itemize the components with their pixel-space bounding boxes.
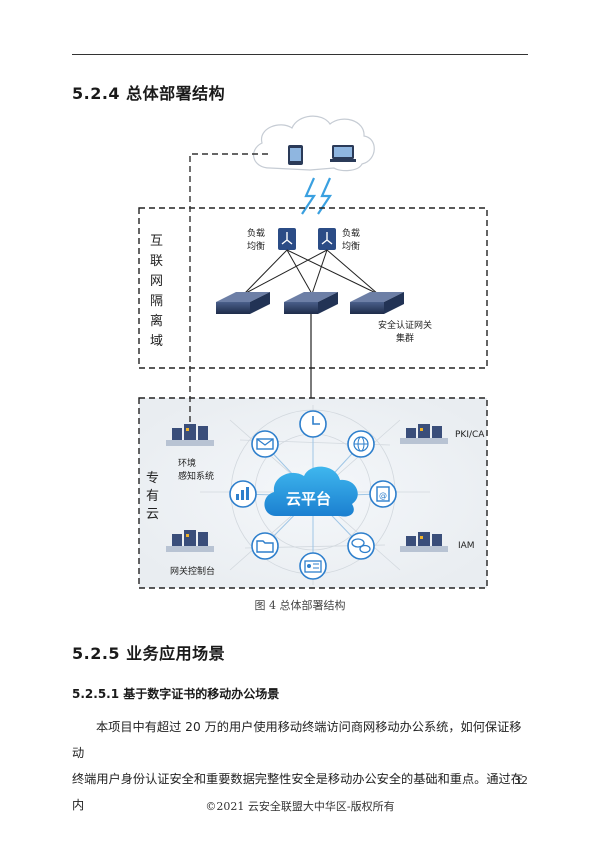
lb-label-2-line2: 均衡 bbox=[342, 240, 360, 252]
zone-internet-char: 隔 bbox=[150, 294, 163, 309]
gateway-server-icon bbox=[216, 292, 270, 314]
contacts-book-icon: @ bbox=[369, 480, 397, 508]
pki-ca-label: PKI/CA bbox=[455, 430, 485, 440]
tablet-icon bbox=[330, 145, 356, 162]
mobile-phone-icon bbox=[288, 145, 303, 165]
iam-label: IAM bbox=[458, 541, 475, 551]
env-sensing-server-icon bbox=[166, 424, 214, 446]
load-balancer-icon bbox=[318, 228, 336, 250]
zone-internet-char: 网 bbox=[150, 274, 163, 289]
pki-ca-server-icon bbox=[400, 424, 448, 444]
body-paragraph: 本项目中有超过 20 万的用户使用移动终端访问商网移动办公系统，如何保证移动 终… bbox=[72, 714, 528, 818]
page-number: 32 bbox=[514, 774, 528, 787]
section-title-5-2-4: 5.2.4 总体部署结构 bbox=[72, 84, 226, 103]
cloud-platform-icon bbox=[264, 466, 358, 517]
wireless-link-icon bbox=[301, 177, 317, 215]
copyright-footer: ©2021 云安全联盟大中华区-版权所有 bbox=[205, 800, 395, 813]
gateway-server-icon bbox=[350, 292, 404, 314]
section-title-5-2-5-1: 5.2.5.1 基于数字证书的移动办公场景 bbox=[72, 687, 280, 701]
globe-icon bbox=[347, 430, 375, 458]
dashed-link bbox=[189, 153, 268, 432]
env-sensing-line2: 感知系统 bbox=[178, 470, 214, 482]
body-line-1: 本项目中有超过 20 万的用户使用移动终端访问商网移动办公系统，如何保证移动 bbox=[72, 720, 522, 760]
id-card-icon bbox=[299, 552, 327, 580]
lb-label-1-line2: 均衡 bbox=[247, 240, 265, 252]
mail-icon bbox=[251, 430, 279, 458]
figure-caption: 图 4 总体部署结构 bbox=[254, 599, 346, 612]
gateway-console-server-icon bbox=[166, 530, 214, 552]
gateway-cluster-line2: 集群 bbox=[396, 332, 414, 344]
cloud-platform-label: 云平台 bbox=[286, 490, 331, 508]
iam-server-icon bbox=[400, 532, 448, 552]
zone-internet-char: 域 bbox=[150, 334, 163, 349]
zone-internet-char: 互 bbox=[150, 234, 163, 249]
zone-private-char: 云 bbox=[146, 507, 159, 522]
gateway-server-icon bbox=[284, 292, 338, 314]
wireless-link-icon bbox=[317, 177, 333, 215]
zone-private-char: 专 bbox=[146, 471, 159, 486]
bar-chart-icon bbox=[229, 480, 257, 508]
chat-bubbles-icon bbox=[347, 532, 375, 560]
zone-internet-char: 联 bbox=[150, 254, 163, 269]
header-rule bbox=[72, 54, 528, 55]
env-sensing-line1: 环境 bbox=[178, 457, 196, 469]
section-title-5-2-5: 5.2.5 业务应用场景 bbox=[72, 644, 226, 663]
zone-private-char: 有 bbox=[146, 489, 159, 504]
gateway-console-label: 网关控制台 bbox=[170, 565, 215, 577]
zone-internet-char: 离 bbox=[150, 313, 163, 329]
load-balancer-icon bbox=[278, 228, 296, 250]
lb-server-links bbox=[243, 249, 379, 295]
internet-isolation-zone bbox=[138, 207, 488, 369]
lb-label-2-line1: 负载 bbox=[342, 227, 360, 239]
clock-icon bbox=[299, 410, 327, 438]
svg-text:@: @ bbox=[379, 491, 387, 500]
internet-cloud bbox=[253, 115, 375, 172]
body-line-2: 终端用户身份认证安全和重要数据完整性安全是移动办公安全的基础和重点。通过在内 bbox=[72, 772, 523, 812]
lb-label-1-line1: 负载 bbox=[247, 227, 265, 239]
folder-icon bbox=[251, 532, 279, 560]
gateway-cluster-line1: 安全认证网关 bbox=[378, 319, 432, 331]
